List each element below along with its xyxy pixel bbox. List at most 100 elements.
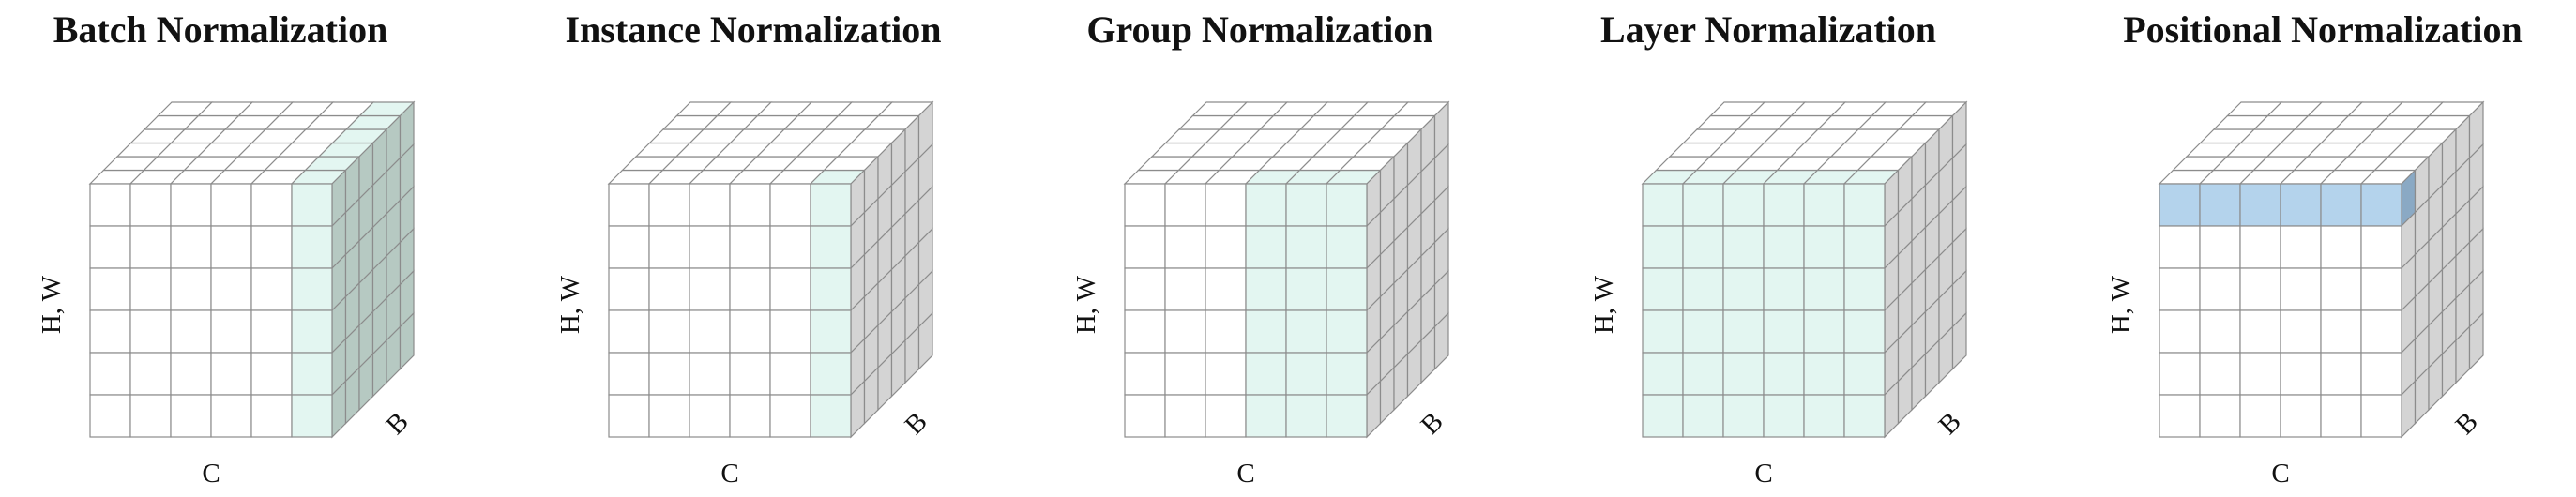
panel-title: Batch Normalization	[53, 8, 388, 51]
front-cell	[170, 183, 212, 227]
front-cell	[291, 267, 333, 311]
tensor-cube: H, WCB	[1589, 100, 1968, 489]
front-cell	[1682, 352, 1724, 396]
front-cell	[291, 309, 333, 354]
front-cell	[810, 352, 852, 396]
front-cell	[689, 183, 731, 227]
front-cell	[2239, 267, 2281, 311]
tensor-cube: H, WCB	[2106, 100, 2485, 489]
front-cell	[1682, 309, 1724, 354]
front-cell	[689, 394, 731, 438]
front-cell	[1164, 225, 1206, 269]
c-axis-label: C	[720, 459, 738, 489]
c-axis-label: C	[2271, 459, 2289, 489]
front-cell	[769, 267, 811, 311]
front-cell	[1285, 267, 1327, 311]
front-cell	[2360, 352, 2402, 396]
front-cell	[769, 225, 811, 269]
front-cell	[1722, 183, 1765, 227]
front-cell	[2159, 352, 2201, 396]
front-cell	[1642, 183, 1684, 227]
front-cell	[1326, 225, 1368, 269]
front-cell	[2280, 394, 2322, 438]
front-cell	[2199, 352, 2241, 396]
front-cell	[1803, 352, 1845, 396]
cube-top-face	[88, 101, 416, 185]
front-cell	[129, 267, 172, 311]
front-cell	[291, 183, 333, 227]
front-cell	[210, 225, 252, 269]
front-cell	[1803, 183, 1845, 227]
front-cell	[250, 309, 293, 354]
front-cell	[1124, 394, 1166, 438]
front-cell	[648, 352, 690, 396]
front-cell	[250, 394, 293, 438]
front-cell	[769, 309, 811, 354]
front-cell	[210, 309, 252, 354]
front-cell	[1763, 267, 1805, 311]
front-cell	[1164, 183, 1206, 227]
front-cell	[2280, 225, 2322, 269]
front-cell	[2239, 394, 2281, 438]
front-cell	[608, 352, 650, 396]
front-cell	[769, 352, 811, 396]
front-cell	[2199, 225, 2241, 269]
b-axis-label: B	[380, 406, 414, 440]
front-cell	[1642, 225, 1684, 269]
front-cell	[1205, 267, 1247, 311]
front-cell	[210, 394, 252, 438]
c-axis-label: C	[202, 459, 220, 489]
b-axis-label: B	[2449, 406, 2483, 440]
front-cell	[1205, 225, 1247, 269]
side-cell	[2468, 311, 2484, 370]
front-cell	[2360, 394, 2402, 438]
front-cell	[1285, 183, 1327, 227]
front-cell	[810, 309, 852, 354]
front-cell	[810, 267, 852, 311]
front-cell	[89, 309, 131, 354]
side-cell	[917, 311, 933, 370]
front-cell	[291, 394, 333, 438]
front-cell	[1843, 183, 1886, 227]
side-cell	[1433, 311, 1449, 370]
front-cell	[1642, 267, 1684, 311]
front-cell	[2239, 183, 2281, 227]
front-cell	[648, 225, 690, 269]
front-cell	[608, 394, 650, 438]
front-cell	[1285, 309, 1327, 354]
front-cell	[1205, 183, 1247, 227]
cube-top-face	[607, 101, 934, 185]
front-cell	[2320, 267, 2362, 311]
cube-side-face	[1366, 100, 1449, 439]
front-cell	[1642, 352, 1684, 396]
front-cell	[89, 352, 131, 396]
front-cell	[1722, 225, 1765, 269]
front-cell	[1642, 394, 1684, 438]
front-cell	[1763, 225, 1805, 269]
front-cell	[210, 352, 252, 396]
front-cell	[1205, 394, 1247, 438]
cube-side-face	[331, 100, 415, 439]
front-cell	[2239, 309, 2281, 354]
front-cell	[1124, 225, 1166, 269]
front-cell	[2360, 225, 2402, 269]
front-cell	[129, 309, 172, 354]
front-cell	[729, 225, 771, 269]
front-cell	[210, 183, 252, 227]
cube-front-face	[1642, 183, 1886, 438]
front-cell	[1124, 352, 1166, 396]
b-axis-label: B	[1415, 406, 1448, 440]
front-cell	[1763, 394, 1805, 438]
front-cell	[89, 183, 131, 227]
front-cell	[648, 309, 690, 354]
front-cell	[1164, 267, 1206, 311]
cube-front-face	[89, 183, 333, 438]
front-cell	[2360, 267, 2402, 311]
front-cell	[1682, 394, 1724, 438]
front-cell	[170, 267, 212, 311]
front-cell	[2320, 394, 2362, 438]
front-cell	[689, 267, 731, 311]
front-cell	[89, 225, 131, 269]
side-cell	[399, 311, 415, 370]
